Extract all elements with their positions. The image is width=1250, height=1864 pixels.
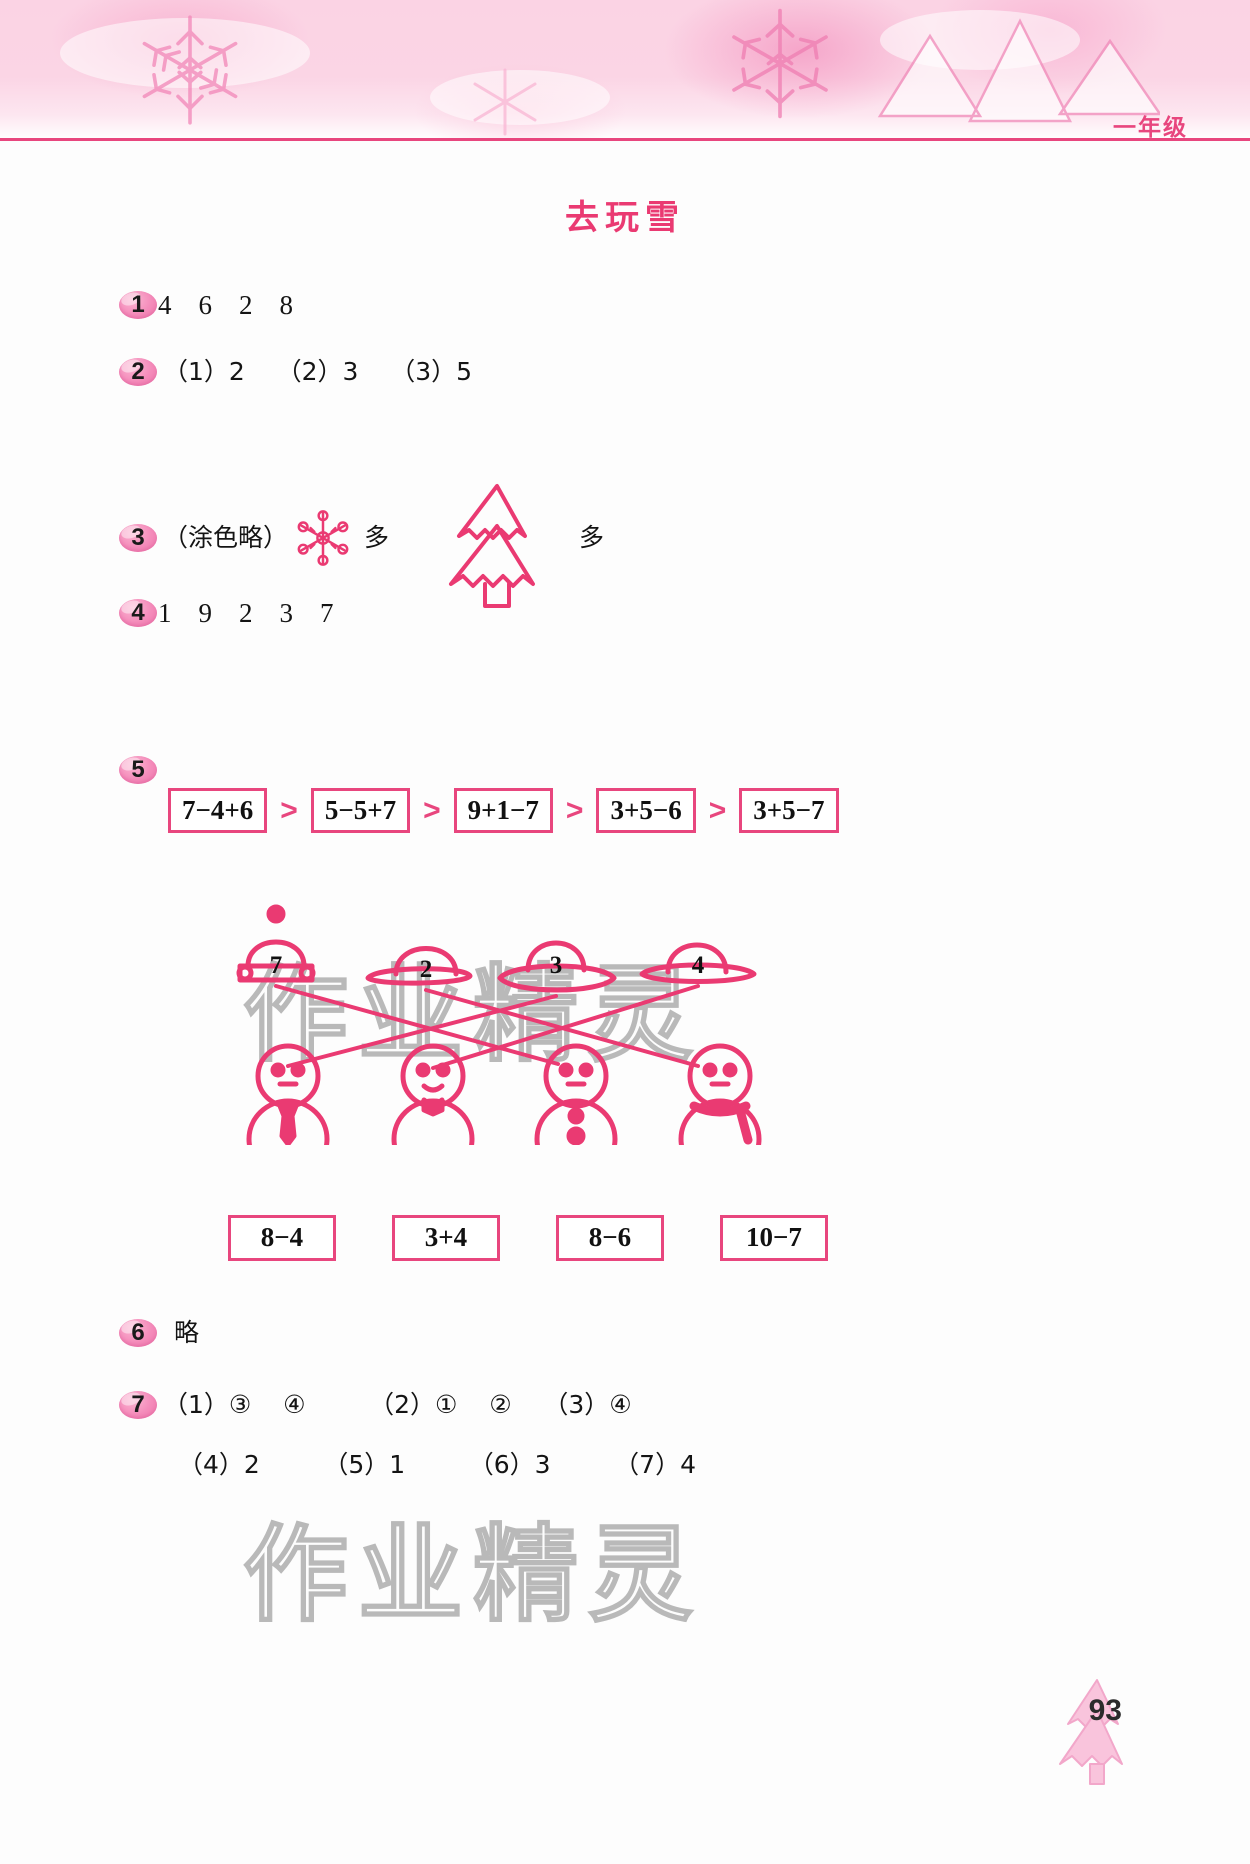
hat-number: 2 [419, 956, 433, 983]
snowflake-decoration-right [732, 8, 828, 119]
matching-answer-boxes: 8−4 3+4 8−6 10−7 [228, 1215, 828, 1261]
item-answer-text: 1 9 2 3 7 [158, 598, 334, 628]
compare-box: 7−4+6 [168, 788, 268, 833]
item-number-badge: 2 [118, 357, 158, 387]
answer-item-2: 2 （1）2 （2）3 （3）5 [118, 357, 472, 387]
grade-label: 一年级 [1113, 114, 1188, 140]
hat-number: 3 [549, 952, 563, 979]
item-number-badge: 6 [118, 1318, 158, 1348]
item-number-badge: 7 [118, 1390, 158, 1420]
matching-line [274, 984, 700, 1070]
snowflake-icon [297, 510, 349, 566]
compare-box: 9+1−7 [453, 788, 553, 833]
answer-box: 8−6 [556, 1215, 664, 1261]
snowman-figure [246, 1043, 330, 1145]
answer-box: 10−7 [720, 1215, 828, 1261]
answer-item-7: 7 （1）③ ④ （2）① ② （3）④ [118, 1390, 632, 1420]
snowman-figure [678, 1043, 762, 1145]
page-number: 93 [1088, 1694, 1122, 1727]
comparison-chain: 7−4+6 > 5−5+7 > 9+1−7 > 3+5−6 > 3+5−7 [168, 788, 839, 833]
answer-item-6: 6 略 [118, 1318, 199, 1348]
hat-bowler [639, 942, 757, 984]
page-title: 去玩雪 [565, 199, 685, 237]
hat-number: 7 [269, 952, 283, 979]
footer-tree-icon [1059, 1679, 1123, 1785]
compare-box: 5−5+7 [310, 788, 411, 833]
small-snowflake-decoration [473, 68, 537, 136]
item-number-badge: 4 [118, 598, 158, 628]
answer-item-5: 5 [118, 755, 158, 785]
tree-icon [449, 484, 536, 608]
hat-cowboy [497, 940, 617, 993]
item-number-badge: 1 [118, 290, 158, 320]
header-divider-rule [0, 138, 1250, 141]
hat-number: 4 [691, 952, 705, 979]
answer-item-4: 4 1 9 2 3 7 [118, 598, 334, 628]
matching-lines-and-figures [236, 904, 762, 1145]
snowman-figure [391, 1043, 475, 1145]
snowman-figure [534, 1043, 618, 1145]
watermark-bottom: 作业精灵 [242, 1513, 704, 1637]
item-answer-text: （1）③ ④ （2）① ② （3）④ [163, 1390, 632, 1419]
item3-snowflake-label: 多 [364, 523, 390, 552]
item3-tree-label: 多 [579, 523, 605, 552]
answer-item-1: 1 4 6 2 8 [118, 290, 293, 320]
item-number-badge: 5 [118, 755, 158, 785]
item-number-badge: 3 [118, 523, 158, 553]
item-answer-text: 略 [174, 1318, 200, 1347]
crystal-decoration-right [877, 18, 1160, 123]
greater-than-operator: > [423, 793, 441, 827]
hat-knit-beanie [236, 904, 316, 983]
answer-item-3: 3 （涂色略） 多 [118, 468, 604, 608]
item-answer-text: （1）2 （2）3 （3）5 [163, 357, 473, 386]
item-answer-text: 4 6 2 8 [158, 290, 293, 320]
header-decorative-band [0, 0, 1250, 140]
greater-than-operator: > [565, 793, 584, 827]
answer-box: 8−4 [228, 1215, 336, 1261]
snowflake-decoration-left [142, 15, 238, 125]
compare-box: 3+5−7 [739, 788, 839, 833]
answer-box: 3+4 [392, 1215, 500, 1261]
item7-answer-line-2: （4）2 （5）1 （6）3 （7）4 [178, 1450, 696, 1479]
matching-diagram: 7 2 3 4 [228, 900, 828, 1145]
greater-than-operator: > [708, 793, 727, 827]
compare-box: 3+5−6 [596, 788, 696, 833]
item3-prefix-text: （涂色略） [163, 523, 289, 552]
greater-than-operator: > [280, 793, 298, 827]
hat-cap [365, 946, 473, 986]
